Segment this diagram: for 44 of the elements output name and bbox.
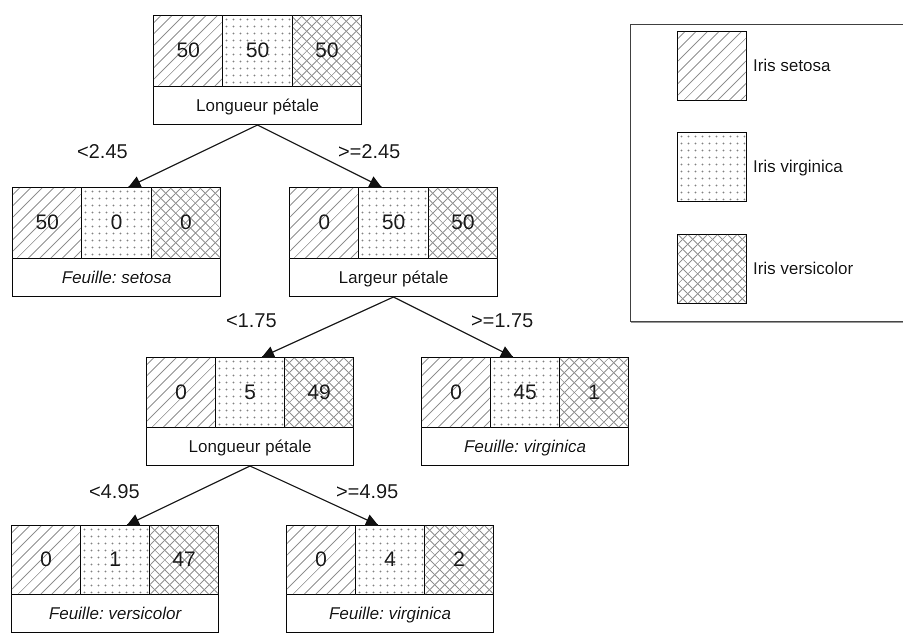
arrow: [393, 296, 514, 358]
decision-node: [146, 357, 354, 466]
decision-node: [289, 187, 498, 297]
class-count-cell: 0: [12, 526, 80, 594]
arrow: [262, 296, 394, 358]
class-count-cell: 5: [215, 358, 284, 427]
class-count-cell: 50: [358, 188, 428, 258]
split-feature-label: Longueur pétale: [195, 94, 320, 116]
leaf-label: Feuille: versicolor: [48, 602, 183, 624]
arrow: [257, 124, 382, 188]
class-count-cell: 0: [147, 358, 215, 427]
leaf-node: [11, 525, 219, 633]
legend-label: Iris virginica: [753, 157, 843, 177]
arrow: [250, 465, 378, 526]
class-count-cell: 50: [154, 16, 222, 86]
class-count-cell: 50: [222, 16, 292, 86]
class-count-cell: 49: [284, 358, 353, 427]
class-count-cell: 4: [355, 526, 424, 594]
arrow: [126, 465, 250, 526]
class-count-cell: 45: [490, 358, 559, 427]
class-count-cell: 50: [428, 188, 497, 258]
leaf-label: Feuille: setosa: [60, 266, 172, 288]
leaf-node: [286, 525, 494, 633]
decision-node: [153, 15, 362, 125]
class-count-cell: 47: [149, 526, 218, 594]
split-feature-label: Longueur pétale: [188, 436, 312, 458]
leaf-label: Feuille: virginica: [463, 436, 587, 458]
class-count-cell: 1: [559, 358, 628, 427]
class-count-cell: 1: [80, 526, 149, 594]
class-count-cell: 0: [150, 188, 220, 258]
legend-label: Iris versicolor: [753, 259, 854, 279]
legend-label: Iris setosa: [753, 56, 830, 76]
class-count-cell: 0: [290, 188, 358, 258]
class-count-cell: 50: [292, 16, 361, 86]
arrow: [128, 124, 258, 188]
class-count-cell: 0: [287, 526, 355, 594]
leaf-node: [12, 187, 221, 297]
class-count-cell: 0: [81, 188, 151, 258]
split-feature-label: Largeur pétale: [338, 266, 450, 288]
class-count-cell: 2: [424, 526, 493, 594]
class-count-cell: 50: [13, 188, 82, 258]
leaf-node: [421, 357, 629, 466]
class-count-cell: 0: [422, 358, 490, 427]
leaf-label: Feuille: virginica: [328, 602, 452, 624]
